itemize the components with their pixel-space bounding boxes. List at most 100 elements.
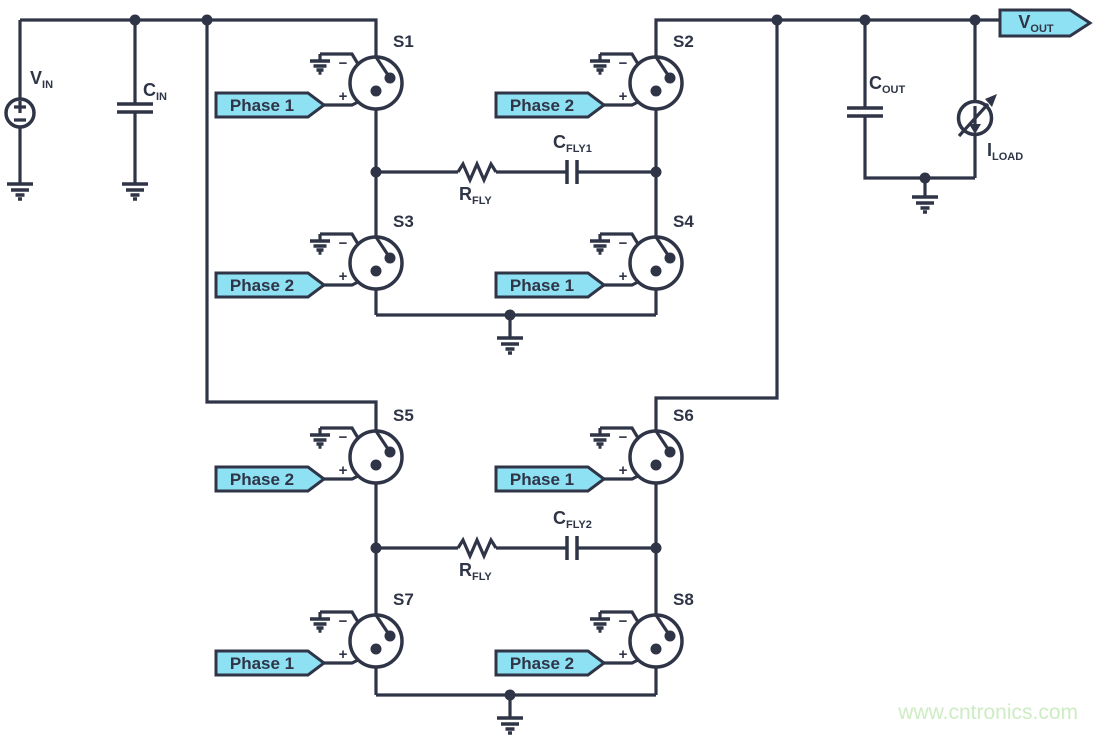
rfly1-label: RFLY	[459, 185, 492, 207]
minus-lead	[320, 232, 360, 245]
pole-contact	[650, 459, 662, 471]
plus-lead	[604, 280, 639, 287]
vout-label-sub: OUT	[1030, 23, 1054, 35]
wire-drop-to-s5	[205, 20, 378, 431]
switch-unit-s7: − +	[310, 610, 404, 669]
switch-body	[628, 613, 684, 669]
phase-tag-label-s3: Phase 2	[229, 276, 295, 295]
pole-contact	[650, 265, 662, 277]
cfly2-capacitor-icon	[565, 536, 579, 560]
throw-contact	[664, 630, 676, 642]
pole-contact	[370, 85, 382, 97]
vout-tag	[998, 8, 1093, 38]
vin-source-icon	[4, 97, 36, 129]
lower-block-ground-icon	[497, 716, 523, 735]
vout-tag-label: VOUT	[1000, 13, 1072, 35]
wire-top-right-rail	[654, 18, 1000, 57]
rfly1-label-sub: FLY	[472, 195, 492, 207]
plus-sign: +	[339, 462, 348, 479]
pole-contact	[650, 643, 662, 655]
wire-cout	[863, 20, 975, 180]
switch-label-s3: S3	[393, 212, 414, 231]
plus-lead	[604, 474, 639, 481]
switch-unit-s2: − +	[590, 52, 684, 111]
pole-contact	[370, 459, 382, 471]
plus-sign: +	[339, 268, 348, 285]
cfly2-label: CFLY2	[553, 509, 592, 531]
cout-label: COUT	[869, 74, 905, 96]
cin-capacitor-icon	[117, 102, 153, 114]
wire-top-left-rail	[20, 18, 378, 57]
plus-sign: +	[619, 646, 628, 663]
throw-contact	[664, 446, 676, 458]
switch-label-s2: S2	[673, 32, 694, 51]
plus-lead	[604, 658, 639, 665]
throw-contact	[384, 72, 396, 84]
ground-icon	[590, 617, 610, 633]
minus-sign: −	[339, 55, 348, 72]
cfly1-label-sub: FLY1	[566, 143, 592, 155]
watermark: www.cntronics.com	[898, 701, 1078, 724]
phase-tags	[214, 8, 1093, 677]
ground-icon	[590, 433, 610, 449]
phase-tag-label-s4: Phase 1	[509, 276, 575, 295]
switch-body	[348, 235, 404, 291]
switch-body	[348, 613, 404, 669]
vin-label-sub: IN	[42, 79, 54, 91]
plus-lead	[604, 100, 639, 107]
switch-body	[628, 429, 684, 485]
iload-label-main: I	[987, 140, 993, 160]
switch-label-s4: S4	[673, 212, 694, 231]
phase-tag-label-s1: Phase 1	[229, 96, 295, 115]
phase-tag-s2	[494, 91, 607, 119]
minus-sign: −	[339, 235, 348, 252]
phase-tag-label-s5: Phase 2	[229, 470, 295, 489]
phase-tag-s6	[494, 465, 607, 493]
cout-label-main: C	[869, 73, 882, 93]
iload-source-icon	[956, 94, 997, 138]
plus-sign: +	[339, 646, 348, 663]
cout-capacitor-icon	[847, 106, 883, 118]
plus-sign: +	[619, 462, 628, 479]
cfly2-label-sub: FLY2	[566, 519, 592, 531]
upper-block-ground-icon	[497, 336, 523, 355]
wire-drop-to-s6	[654, 20, 779, 431]
switch-label-s5: S5	[393, 406, 414, 425]
phase-tag-s7	[214, 649, 327, 677]
ground-icon	[310, 433, 330, 449]
rfly1-label-main: R	[459, 184, 472, 204]
wires	[18, 18, 1000, 718]
wire-gnd-rail-lower	[376, 693, 656, 718]
iload-label: ILOAD	[987, 141, 1023, 163]
plus-lead	[324, 474, 359, 481]
throw-contact	[664, 252, 676, 264]
minus-sign: −	[339, 613, 348, 630]
switch-unit-s1: − +	[310, 52, 404, 111]
throw-contact	[664, 72, 676, 84]
phase-tag-s5	[214, 465, 327, 493]
switch-label-s7: S7	[393, 590, 414, 609]
rfly2-label-sub: FLY	[472, 571, 492, 583]
switch-unit-s4: − +	[590, 232, 684, 291]
minus-lead	[600, 426, 640, 439]
switch-label-s1: S1	[393, 32, 414, 51]
cfly1-label-main: C	[553, 132, 566, 152]
plus-lead	[324, 658, 359, 665]
switch-body	[628, 55, 684, 111]
plus-lead	[324, 280, 359, 287]
ground-icon	[310, 239, 330, 255]
vout-label-main: V	[1018, 12, 1031, 32]
vin-label: VIN	[30, 69, 53, 91]
wire-gnd-rail-upper	[376, 313, 656, 338]
switch-unit-s8: − +	[590, 610, 684, 669]
switch-unit-s3: − +	[310, 232, 404, 291]
ground-icon	[310, 59, 330, 75]
phase-tag-label-s6: Phase 1	[509, 470, 575, 489]
cout-label-sub: OUT	[882, 84, 906, 96]
switch-body	[348, 429, 404, 485]
vin-label-main: V	[30, 68, 43, 88]
phase-tag-label-s7: Phase 1	[229, 654, 295, 673]
cfly2-label-main: C	[553, 508, 566, 528]
